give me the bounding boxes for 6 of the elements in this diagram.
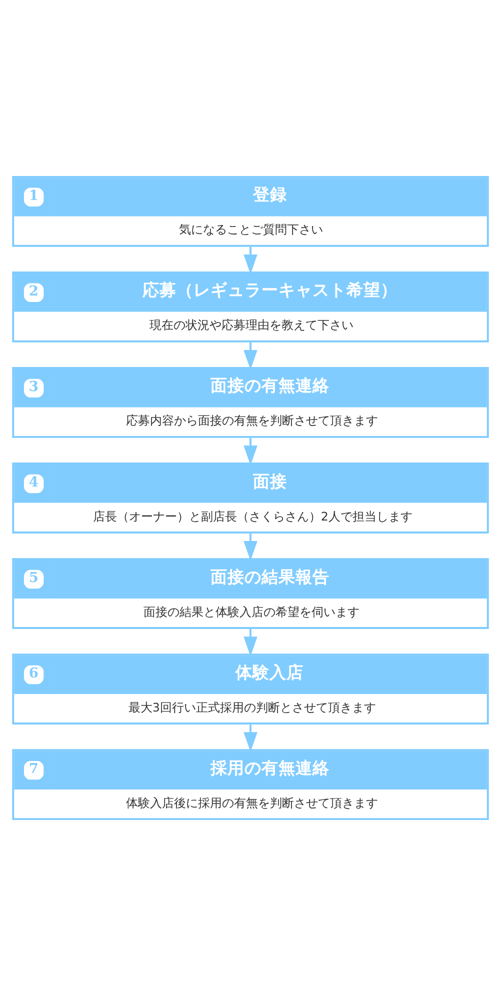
arrow <box>244 629 258 656</box>
arrow <box>244 724 258 752</box>
arrow <box>244 534 258 561</box>
arrow <box>244 246 258 274</box>
arrow <box>244 342 258 370</box>
arrow <box>244 438 258 466</box>
